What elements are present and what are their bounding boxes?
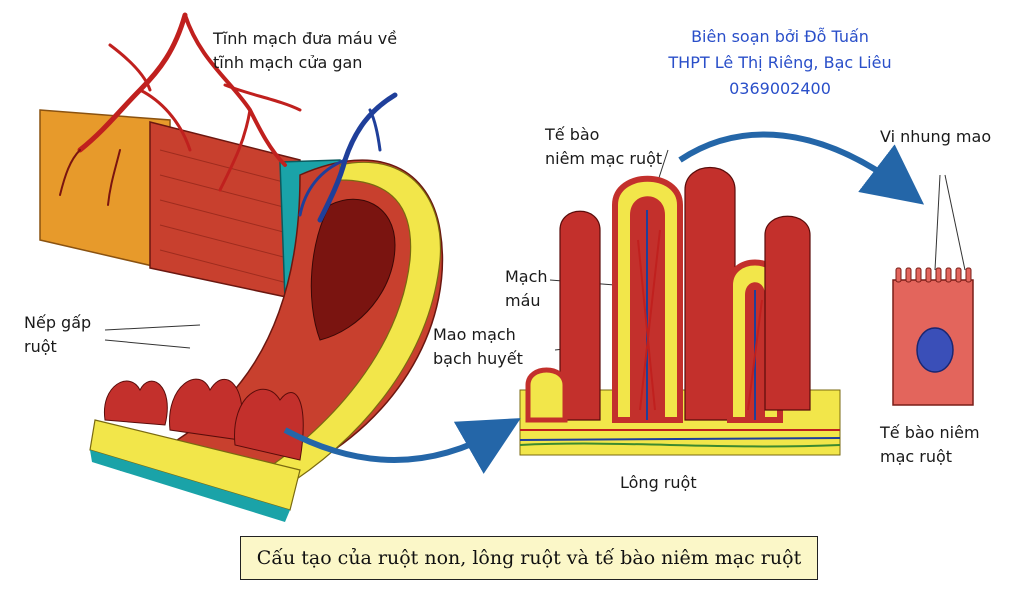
intestine-tube xyxy=(39,109,444,522)
vein-network xyxy=(59,12,398,223)
caption-box: Cấu tạo của ruột non, lông ruột và tế bà… xyxy=(240,536,818,580)
label-cell-top-line1: Tế bào xyxy=(545,125,600,144)
caption-text: Cấu tạo của ruột non, lông ruột và tế bà… xyxy=(256,547,802,569)
label-fold-line1: Nếp gấp xyxy=(24,313,92,332)
credit-line1: Biên soạn bởi Đỗ Tuấn xyxy=(691,27,869,46)
cell-nucleus xyxy=(916,327,954,373)
villi-section xyxy=(519,167,841,456)
mucosal-cell xyxy=(892,267,974,406)
label-microvilli: Vi nhung mao xyxy=(880,127,992,146)
intestine-lumen xyxy=(310,198,396,341)
label-cell-line2: mạc ruột xyxy=(880,447,953,466)
label-vein-line1: Tĩnh mạch đưa máu về xyxy=(213,29,398,48)
arrow-to-villi xyxy=(283,418,521,474)
credit-line2: THPT Lê Thị Riêng, Bạc Liêu xyxy=(668,53,892,72)
label-lymph-line1: Mao mạch xyxy=(433,325,516,344)
label-vein-line2: tĩnh mạch cửa gan xyxy=(213,53,363,72)
label-vessel-line1: Mạch xyxy=(505,267,548,286)
label-cell-top-line2: niêm mạc ruột xyxy=(545,149,663,168)
label-villus: Lông ruột xyxy=(620,473,697,492)
credit-line3: 0369002400 xyxy=(729,79,831,98)
label-cell-line1: Tế bào niêm xyxy=(880,423,980,442)
arrow-to-cell xyxy=(678,131,925,205)
cross-section-teal xyxy=(90,450,290,522)
label-vessel-line2: máu xyxy=(505,291,541,310)
intestine-muscle-layer xyxy=(149,121,301,301)
label-fold-line2: ruột xyxy=(24,337,57,356)
label-lymph-line2: bạch huyết xyxy=(433,349,523,368)
